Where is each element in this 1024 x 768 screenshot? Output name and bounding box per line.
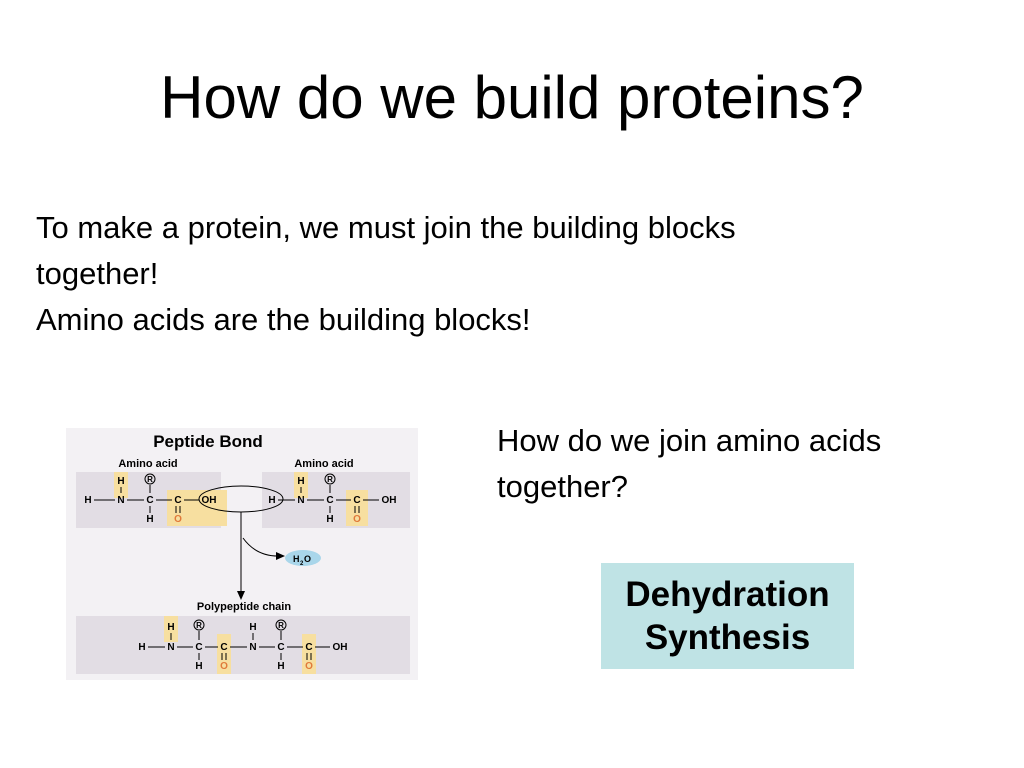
amine-highlight-left (114, 472, 128, 498)
chain-r-circle-1 (193, 619, 205, 631)
answer-line-2: Synthesis (644, 618, 811, 657)
atom-h-bottom-right: H (326, 514, 333, 525)
r-group-circle-right (324, 473, 336, 485)
water-arrowhead (276, 552, 285, 560)
atom-r-right: R (327, 475, 333, 484)
chain-atom-c1: C (195, 642, 202, 653)
chain-atom-o2: O (305, 661, 313, 672)
atom-h-right: H (268, 495, 275, 506)
amino-acid-label-left: Amino acid (118, 458, 177, 470)
chain-atom-c3: C (277, 642, 284, 653)
water-label-h: H (293, 554, 300, 564)
atom-c-carbonyl-right: C (353, 495, 360, 506)
water-label-sub: 2 (300, 561, 304, 567)
carboxyl-highlight-right (346, 490, 368, 526)
question-line-2: together? (497, 469, 628, 504)
chain-atom-h0: H (138, 642, 145, 653)
chain-atom-o1: O (220, 661, 228, 672)
water-badge (285, 550, 321, 566)
atom-h-left: H (84, 495, 91, 506)
slide-title: How do we build proteins? (160, 64, 864, 131)
amino-acid-label-right: Amino acid (294, 458, 353, 470)
atom-n-left: N (117, 495, 124, 506)
polypeptide-chain-label: Polypeptide chain (197, 601, 291, 613)
atom-h-top-right: H (297, 476, 304, 487)
diagram-title: Peptide Bond (153, 432, 263, 451)
answer-box: Dehydration Synthesis (601, 563, 854, 669)
intro-line-3: Amino acids are the building blocks! (36, 302, 531, 337)
carboxyl-highlight-left (167, 490, 227, 526)
chain-atom-n1: N (167, 642, 174, 653)
chain-atom-c4: C (305, 642, 312, 653)
amine-highlight-right (294, 472, 308, 498)
question-text: How do we join amino acids together? (497, 418, 1007, 510)
atom-o-right: O (353, 514, 361, 525)
chain-r-circle-2 (275, 619, 287, 631)
chain-atom-h4: H (277, 661, 284, 672)
polypeptide-panel (76, 616, 410, 674)
atom-oh-left: OH (202, 495, 217, 506)
r-group-circle-left (144, 473, 156, 485)
chain-atom-r1: R (196, 621, 202, 630)
atom-c-alpha-left: C (146, 495, 153, 506)
question-line-1: How do we join amino acids (497, 423, 882, 458)
water-label-o: O (304, 554, 311, 564)
atom-c-carbonyl-left: C (174, 495, 181, 506)
chain-amine-highlight (164, 616, 178, 642)
peptide-bond-svg: Peptide Bond Amino acid Amino acid H H N… (66, 428, 418, 680)
answer-line-1: Dehydration (625, 575, 830, 614)
atom-h-top-left: H (117, 476, 124, 487)
atom-r-left: R (147, 475, 153, 484)
chain-carboxyl-highlight (302, 634, 316, 674)
atom-h-bottom-left: H (146, 514, 153, 525)
atom-oh-right: OH (382, 495, 397, 506)
chain-atom-h1: H (167, 622, 174, 633)
intro-line-2: together! (36, 256, 159, 291)
chain-atom-h3: H (195, 661, 202, 672)
reaction-arrowhead (237, 591, 245, 600)
atom-n-right: N (297, 495, 304, 506)
water-arrow-line (242, 537, 279, 557)
intro-text: To make a protein, we must join the buil… (36, 205, 996, 343)
chain-atom-h2: H (249, 622, 256, 633)
atom-o-left: O (174, 514, 182, 525)
chain-atom-oh: OH (333, 642, 348, 653)
chain-atom-c2: C (220, 642, 227, 653)
chain-atom-n2: N (249, 642, 256, 653)
intro-line-1: To make a protein, we must join the buil… (36, 210, 736, 245)
peptide-bond-diagram: Peptide Bond Amino acid Amino acid H H N… (66, 428, 418, 680)
chain-carbonyl-highlight (217, 634, 231, 674)
atom-c-alpha-right: C (326, 495, 333, 506)
chain-atom-r2: R (278, 621, 284, 630)
